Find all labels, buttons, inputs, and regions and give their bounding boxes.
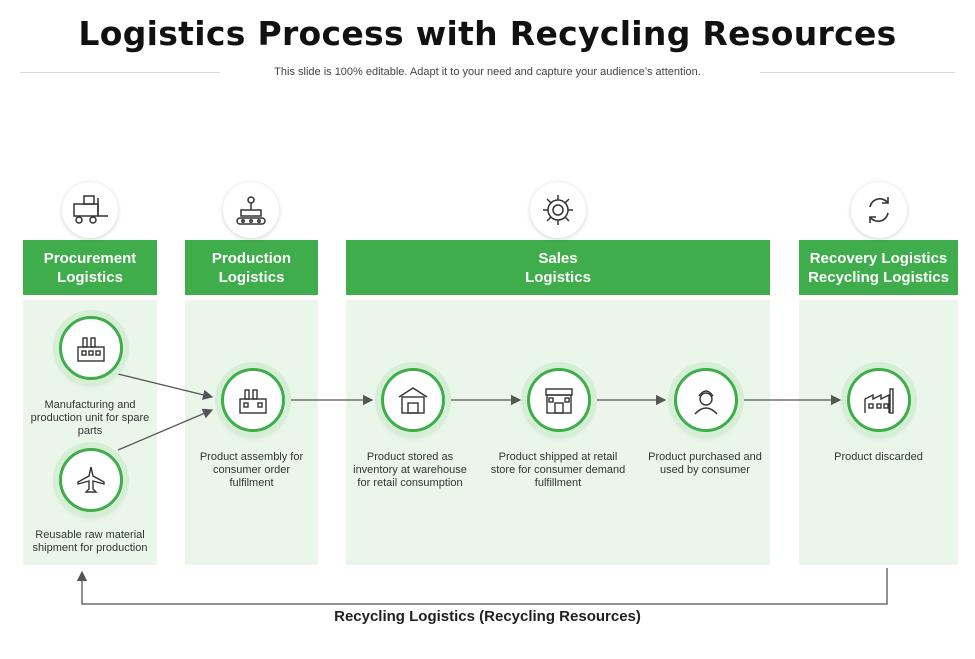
recycling-loop-arrow [76,568,888,605]
caption-manufacturing: Manufacturing and production unit for sp… [30,399,150,437]
caption-discarded: Product discarded [834,451,923,463]
production-panel [185,300,318,565]
step-consumer [674,368,738,432]
header-line: Recycling Logistics [808,268,949,286]
factory-icon [77,337,105,362]
forklift-icon [62,182,118,238]
warehouse-icon [398,387,428,414]
consumer-icon [694,390,718,415]
caption-assembly: Product assembly for consumer order fulf… [199,451,304,489]
airplane-icon [77,466,105,493]
title-divider-left [20,72,220,73]
caption-consumer: Product purchased and used by consumer [648,451,762,476]
factory-icon [239,389,267,414]
header-sales-logistics: Sales Logistics [346,240,770,295]
header-line: Recovery Logistics [809,249,948,267]
step-product-discarded [847,368,911,432]
slide-subtitle: This slide is 100% editable. Adapt it to… [274,66,701,78]
title-divider-right [760,72,955,73]
header-production-logistics: Production Logistics [185,240,318,295]
step-retail-store [527,368,591,432]
robot-arm-icon [223,182,279,238]
slide-title: Logistics Process with Recycling Resourc… [78,14,897,53]
header-line: Production [211,249,292,267]
header-procurement-logistics: Procurement Logistics [23,240,157,295]
recycle-icon [851,182,907,238]
sales-panel [346,300,770,565]
step-warehouse-inventory [381,368,445,432]
factory-icon [864,388,894,414]
step-product-assembly [221,368,285,432]
header-line: Procurement [43,249,137,267]
caption-store: Product shipped at retail store for cons… [490,451,626,489]
header-line: Sales [538,249,578,267]
recovery-panel [799,300,958,565]
caption-raw-material: Reusable raw material shipment for produ… [32,529,148,554]
header-line: Logistics [218,268,285,286]
step-raw-material-shipment [59,448,123,512]
recycling-loop-label: Recycling Logistics (Recycling Resources… [334,608,641,625]
header-recovery-logistics: Recovery Logistics Recycling Logistics [799,240,958,295]
header-line: Logistics [57,268,123,286]
gear-dollar-icon [530,182,586,238]
caption-warehouse: Product stored as inventory at warehouse… [353,451,467,489]
store-icon [545,388,573,414]
header-line: Logistics [525,268,591,286]
step-manufacturing-unit [59,316,123,380]
